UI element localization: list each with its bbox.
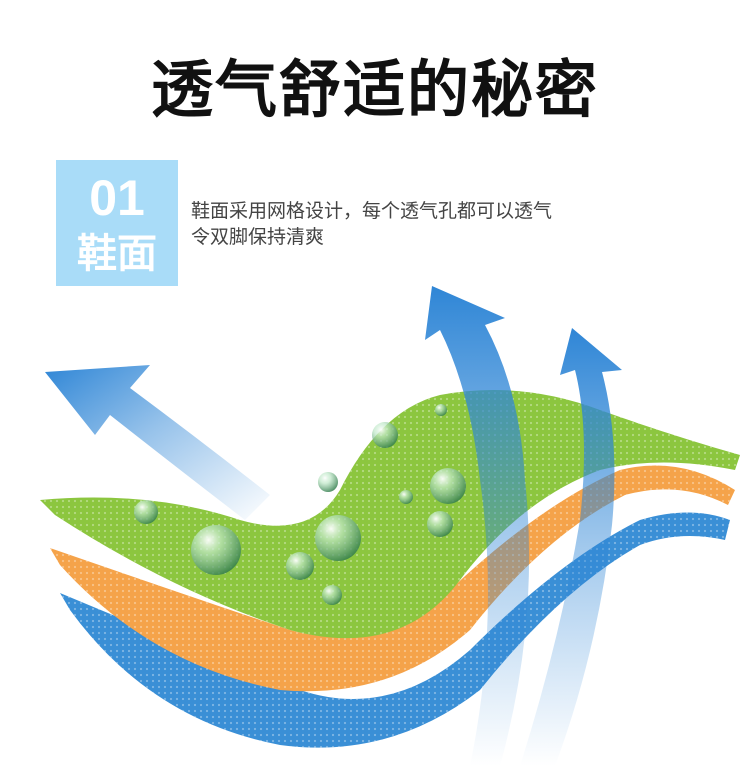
- description-line-2: 令双脚保持清爽: [191, 226, 325, 248]
- left-air-arrow: [45, 365, 270, 520]
- page-title: 透气舒适的秘密: [150, 53, 599, 126]
- description-line-1: 鞋面采用网格设计，每个透气孔都可以透气: [191, 200, 553, 222]
- right-air-arrow: [520, 328, 622, 766]
- feature-badge: 01 鞋面: [56, 160, 178, 286]
- feature-label: 鞋面: [77, 231, 157, 277]
- center-air-arrow: [425, 286, 530, 766]
- feature-number: 01: [89, 170, 145, 226]
- breathable-mesh-illustration: [40, 286, 740, 766]
- feature-description: 鞋面采用网格设计，每个透气孔都可以透气 令双脚保持清爽: [191, 198, 631, 250]
- water-droplets: [134, 404, 466, 605]
